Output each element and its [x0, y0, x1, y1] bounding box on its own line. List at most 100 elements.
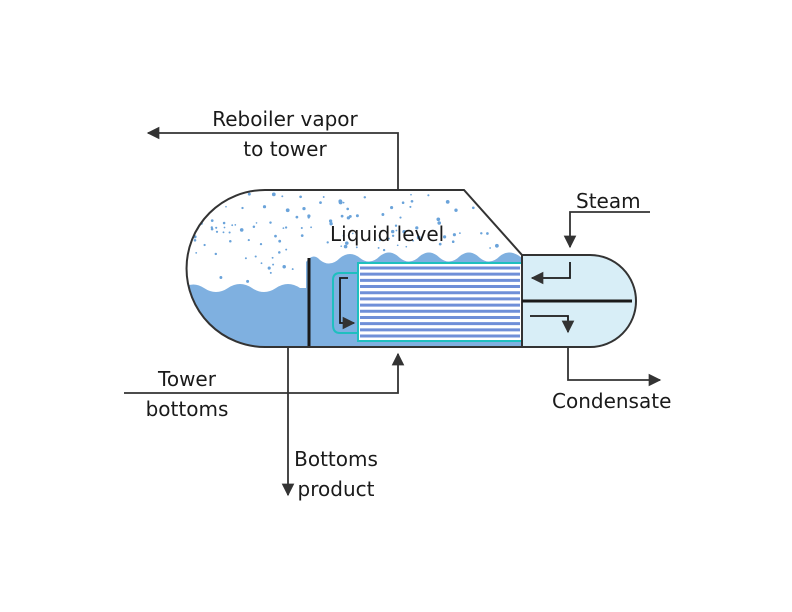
vapor-bubble	[282, 265, 286, 269]
vapor-bubble	[214, 252, 218, 256]
vapor-bubble	[271, 256, 274, 259]
bottoms-product-label-line2: product	[297, 477, 375, 501]
vapor-bubble	[244, 257, 247, 260]
vapor-bubble	[402, 229, 406, 234]
vapor-bubble	[322, 196, 325, 198]
vapor-bubble	[281, 195, 284, 198]
vapor-bubble	[471, 206, 475, 210]
vapor-bubble	[329, 222, 333, 226]
vapor-bubble	[498, 214, 503, 219]
tower-bottoms-label-line1: Tower	[158, 367, 216, 391]
vapor-bubble	[269, 221, 272, 224]
vapor-bubble	[382, 248, 386, 252]
vapor-bubble	[340, 214, 344, 218]
vapor-bubble	[427, 194, 430, 197]
vapor-bubble	[246, 279, 250, 283]
vapor-bubble	[445, 200, 450, 204]
vapor-bubble	[300, 226, 303, 230]
vapor-bubble	[484, 201, 487, 203]
vapor-bubble	[378, 239, 381, 242]
vapor-bubble	[241, 206, 244, 210]
vapor-bubble	[285, 208, 290, 213]
vapor-bubble	[340, 245, 343, 248]
vapor-bubble	[415, 226, 419, 230]
tower-bottoms-label-line2: bottoms	[145, 397, 229, 421]
reboiler-vapor-label-line2: to tower	[243, 137, 327, 161]
vapor-bubble	[506, 215, 510, 219]
vapor-bubble	[247, 192, 251, 196]
vapor-bubble	[326, 241, 329, 244]
vapor-bubble	[509, 210, 512, 214]
vapor-bubble	[438, 242, 442, 246]
vapor-bubble	[342, 234, 345, 237]
vapor-bubble	[405, 245, 408, 248]
bottoms-product-label: Bottoms product	[280, 444, 392, 504]
vapor-bubble	[410, 193, 412, 196]
vapor-bubble	[363, 196, 367, 199]
vapor-bubble	[291, 268, 294, 271]
condensate-outlet-line	[567, 347, 662, 387]
vapor-bubble	[401, 201, 405, 204]
vapor-outlet-line	[146, 126, 399, 190]
vapor-bubble	[399, 216, 402, 219]
vapor-bubble	[345, 241, 349, 245]
u-tube-return	[332, 272, 358, 334]
steam-flow-arrow	[530, 262, 571, 285]
vapor-bubble	[381, 213, 385, 216]
vapor-bubble	[377, 246, 380, 249]
vapor-bubble	[437, 221, 442, 225]
vapor-bubble	[299, 195, 302, 199]
vapor-bubble	[412, 239, 414, 242]
vapor-bubble	[282, 227, 285, 229]
vapor-bubble	[346, 207, 350, 211]
vapor-bubble	[319, 201, 322, 204]
vapor-bubble	[206, 200, 209, 203]
vapor-bubble	[409, 205, 412, 208]
vapor-bubble	[307, 216, 310, 219]
vapor-bubble	[269, 271, 272, 274]
vapor-bubble	[295, 215, 299, 219]
vapor-bubble	[234, 224, 237, 226]
vapor-bubble	[202, 198, 206, 202]
vapor-bubble	[310, 226, 312, 229]
vapor-bubble	[239, 228, 244, 232]
vapor-bubble	[225, 205, 227, 208]
vapor-bubble	[228, 231, 231, 234]
vapor-bubble	[271, 192, 276, 197]
vapor-bubble	[390, 229, 395, 234]
vapor-bubble	[215, 230, 219, 233]
vapor-bubble	[390, 206, 394, 210]
vapor-bubble	[459, 232, 461, 234]
vapor-bubble	[355, 246, 358, 249]
vapor-bubble	[346, 216, 351, 220]
vapor-bubble	[300, 234, 304, 237]
vapor-bubble	[247, 239, 250, 242]
vapor-bubble	[210, 219, 214, 222]
vapor-bubble	[391, 234, 395, 238]
vapor-bubble	[396, 244, 399, 247]
vapor-bubble	[489, 247, 491, 249]
condensate-label: Condensate	[552, 389, 672, 413]
vapor-bubble	[210, 226, 213, 229]
vapor-bubble	[255, 222, 258, 224]
vapor-bubble	[260, 262, 263, 265]
vapor-bubble	[338, 200, 343, 204]
vapor-bubble	[416, 235, 421, 240]
vapor-bubble	[219, 276, 223, 279]
vapor-bubble	[452, 233, 456, 237]
vapor-bubble	[395, 229, 398, 232]
vapor-bubble	[222, 231, 225, 234]
vapor-bubble	[222, 221, 226, 225]
vapor-bubble	[368, 233, 371, 235]
bottoms-product-label-line1: Bottoms	[294, 447, 378, 471]
tower-bottoms-inlet-line	[124, 352, 405, 394]
vapor-bubble	[215, 226, 218, 229]
vapor-bubble	[355, 214, 359, 218]
u-tube-flow-arrow	[339, 277, 356, 330]
vapor-bubble	[454, 208, 458, 212]
vapor-bubble	[495, 243, 499, 248]
vapor-bubble	[480, 232, 483, 235]
vapor-bubble	[203, 243, 206, 247]
tube-bundle-tubes	[360, 266, 520, 338]
